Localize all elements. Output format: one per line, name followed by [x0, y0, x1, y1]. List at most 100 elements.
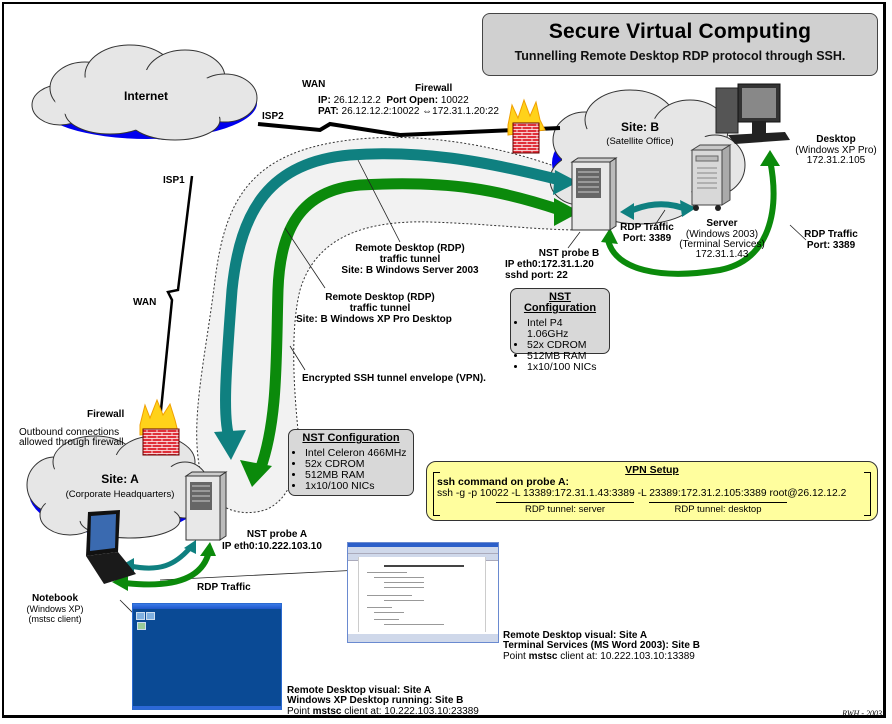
notebook-rdp-label: RDP Traffic: [197, 582, 251, 593]
page-subtitle: Tunnelling Remote Desktop RDP protocol t…: [514, 49, 846, 63]
wan-left-label: WAN: [133, 297, 157, 308]
rdp-a-green-head-left: [112, 574, 128, 591]
vpn-server-tunnel-label: RDP tunnel: server: [496, 502, 634, 515]
server-role: (Terminal Services): [679, 239, 765, 250]
rdp-b-server-label-2: Port: 3389: [622, 233, 672, 244]
tunnel-desktop-head-a: [240, 460, 272, 487]
vpn-setup-box: VPN Setup ssh command on probe A: ssh -g…: [426, 461, 878, 521]
leader-lines: [119, 159, 807, 616]
text-suffix: client at: 10.222.103.10:23389: [341, 706, 479, 717]
text-prefix: Point: [503, 651, 529, 662]
probe-a-config-item: Intel Celeron 466MHz: [305, 448, 407, 459]
text-suffix: client at: 10.222.103.10:13389: [557, 651, 695, 662]
server-tower-icon: [690, 144, 732, 211]
probe-a-config-box: NST Configuration Intel Celeron 466MHz 5…: [288, 429, 414, 496]
probe-a-config-title: NST Configuration: [302, 432, 400, 444]
probe-b-sshd: sshd port: 22: [505, 270, 568, 281]
probe-b-ip: IP eth0:172.31.1.20: [505, 259, 594, 270]
desktop-os: (Windows XP Pro): [795, 145, 877, 156]
title-box: Secure Virtual Computing Tunnelling Remo…: [482, 13, 878, 76]
bracket-right: [864, 472, 871, 516]
firewall-b-icon: [507, 98, 546, 154]
rdp-b-server-head-right: [680, 200, 696, 217]
wan-link-isp1: [158, 175, 194, 421]
firewall-b-ip-line: IP: 26.12.12.2 Port Open: 10022: [318, 95, 469, 106]
vpn-setup-title: VPN Setup: [625, 464, 679, 476]
vpn-command-heading: ssh command on probe A:: [437, 476, 570, 488]
vpn-desktop-tunnel-label: RDP tunnel: desktop: [649, 502, 787, 515]
tunnel-desktop-label-1: Remote Desktop (RDP): [325, 292, 435, 303]
tunnel-server-label-2: traffic tunnel: [379, 254, 441, 265]
firewall-a-note-1: Outbound connections: [19, 427, 120, 438]
internet-label: Internet: [124, 89, 169, 103]
rdp-b-desktop-label-2: Port: 3389: [806, 240, 856, 251]
notebook-laptop-icon: [86, 510, 136, 584]
probe-a-config-item: 1x10/100 NICs: [305, 481, 407, 492]
xp-desktop-screenshot: [132, 603, 282, 710]
visual-word-line-3: Point mstsc client at: 10.222.103.10:133…: [503, 651, 695, 662]
tunnel-server-head-b: [553, 170, 578, 195]
port-value: 10022: [440, 95, 469, 106]
tunnel-desktop-arrow: [254, 178, 562, 472]
ip-value: 26.12.12.2: [333, 95, 381, 106]
rdp-a-green-arrow: [124, 553, 211, 588]
isp1-label: ISP1: [163, 175, 185, 186]
rdp-b-server-label-1: RDP Traffic: [620, 222, 674, 233]
probe-b-server-icon: [570, 157, 618, 231]
visual-word-line-2: Terminal Services (MS Word 2003): Site B: [503, 640, 700, 651]
bracket-left: [433, 472, 440, 516]
rdp-b-desktop-head-left: [601, 228, 618, 244]
notebook-name: Notebook: [31, 593, 79, 604]
probe-b-name: NST probe B: [538, 248, 600, 259]
rdp-a-green-head-right: [200, 542, 216, 556]
probe-b-config-title: NST Configuration: [523, 291, 597, 314]
wan-link-isp2: [257, 121, 561, 138]
probe-b-config-item: 52x CDROM: [527, 340, 603, 351]
firewall-a-title: Firewall: [87, 409, 125, 420]
tunnel-server-arrow: [220, 148, 562, 443]
ssh-envelope-label: Encrypted SSH tunnel envelope (VPN).: [302, 373, 486, 384]
firewall-b-title: Firewall: [415, 83, 453, 94]
site-a-name: Site: A: [101, 472, 139, 486]
pat-key: PAT:: [318, 106, 339, 117]
rdp-b-desktop-label-1: RDP Traffic: [804, 229, 858, 240]
desktop-name: Desktop: [816, 134, 856, 145]
ip-key: IP:: [318, 95, 331, 106]
tunnel-server-label-1: Remote Desktop (RDP): [355, 243, 465, 254]
text-prefix: Point: [287, 706, 313, 717]
probe-b-config-item: 512MB RAM: [527, 351, 603, 362]
tunnel-desktop-head-b: [554, 198, 580, 226]
author-signature: RWH - 2003: [842, 709, 882, 718]
rdp-b-server-head-left: [620, 203, 634, 220]
rdp-a-teal-head-right: [184, 540, 196, 554]
probe-b-config-box: NST Configuration Intel P4 1.06GHz 52x C…: [510, 288, 610, 373]
visual-xp-line-2: Windows XP Desktop running: Site B: [287, 695, 464, 706]
rdp-b-desktop-head-right: [760, 150, 780, 166]
site-a-desc: (Corporate Headquarters): [65, 489, 175, 500]
site-b-desc: (Satellite Office): [606, 136, 674, 147]
wan-top-label: WAN: [302, 79, 326, 90]
desktop-pc-icon: [715, 83, 790, 144]
vpn-ssh-command: ssh -g -p 10022 -L 13389:172.31.1.43:338…: [437, 488, 847, 499]
isp2-label: ISP2: [262, 111, 284, 122]
mstsc-bold: mstsc: [528, 651, 558, 662]
page-title: Secure Virtual Computing: [548, 20, 812, 43]
port-key: Port Open:: [386, 95, 439, 106]
visual-xp-line-1: Remote Desktop visual: Site A: [287, 685, 432, 696]
tunnel-desktop-label-2: traffic tunnel: [349, 303, 411, 314]
desktop-ip: 172.31.2.105: [806, 155, 866, 166]
rdp-a-teal-arrow: [129, 546, 192, 571]
probe-a-server-icon: [184, 471, 228, 541]
firewall-a-icon: [139, 398, 180, 456]
notebook-client: (mstsc client): [28, 614, 82, 624]
probe-a-ip: IP eth0:10.222.103.10: [222, 541, 322, 552]
rdp-b-desktop-arrow: [605, 159, 777, 277]
tunnel-desktop-label-3: Site: B Windows XP Pro Desktop: [296, 314, 452, 325]
site-b-name: Site: B: [620, 120, 659, 134]
probe-b-config-item: 1x10/100 NICs: [527, 362, 603, 373]
mstsc-bold: mstsc: [312, 706, 342, 717]
server-name: Server: [706, 218, 738, 229]
visual-xp-line-3: Point mstsc client at: 10.222.103.10:233…: [287, 706, 479, 717]
probe-a-config-item: 52x CDROM: [305, 459, 407, 470]
